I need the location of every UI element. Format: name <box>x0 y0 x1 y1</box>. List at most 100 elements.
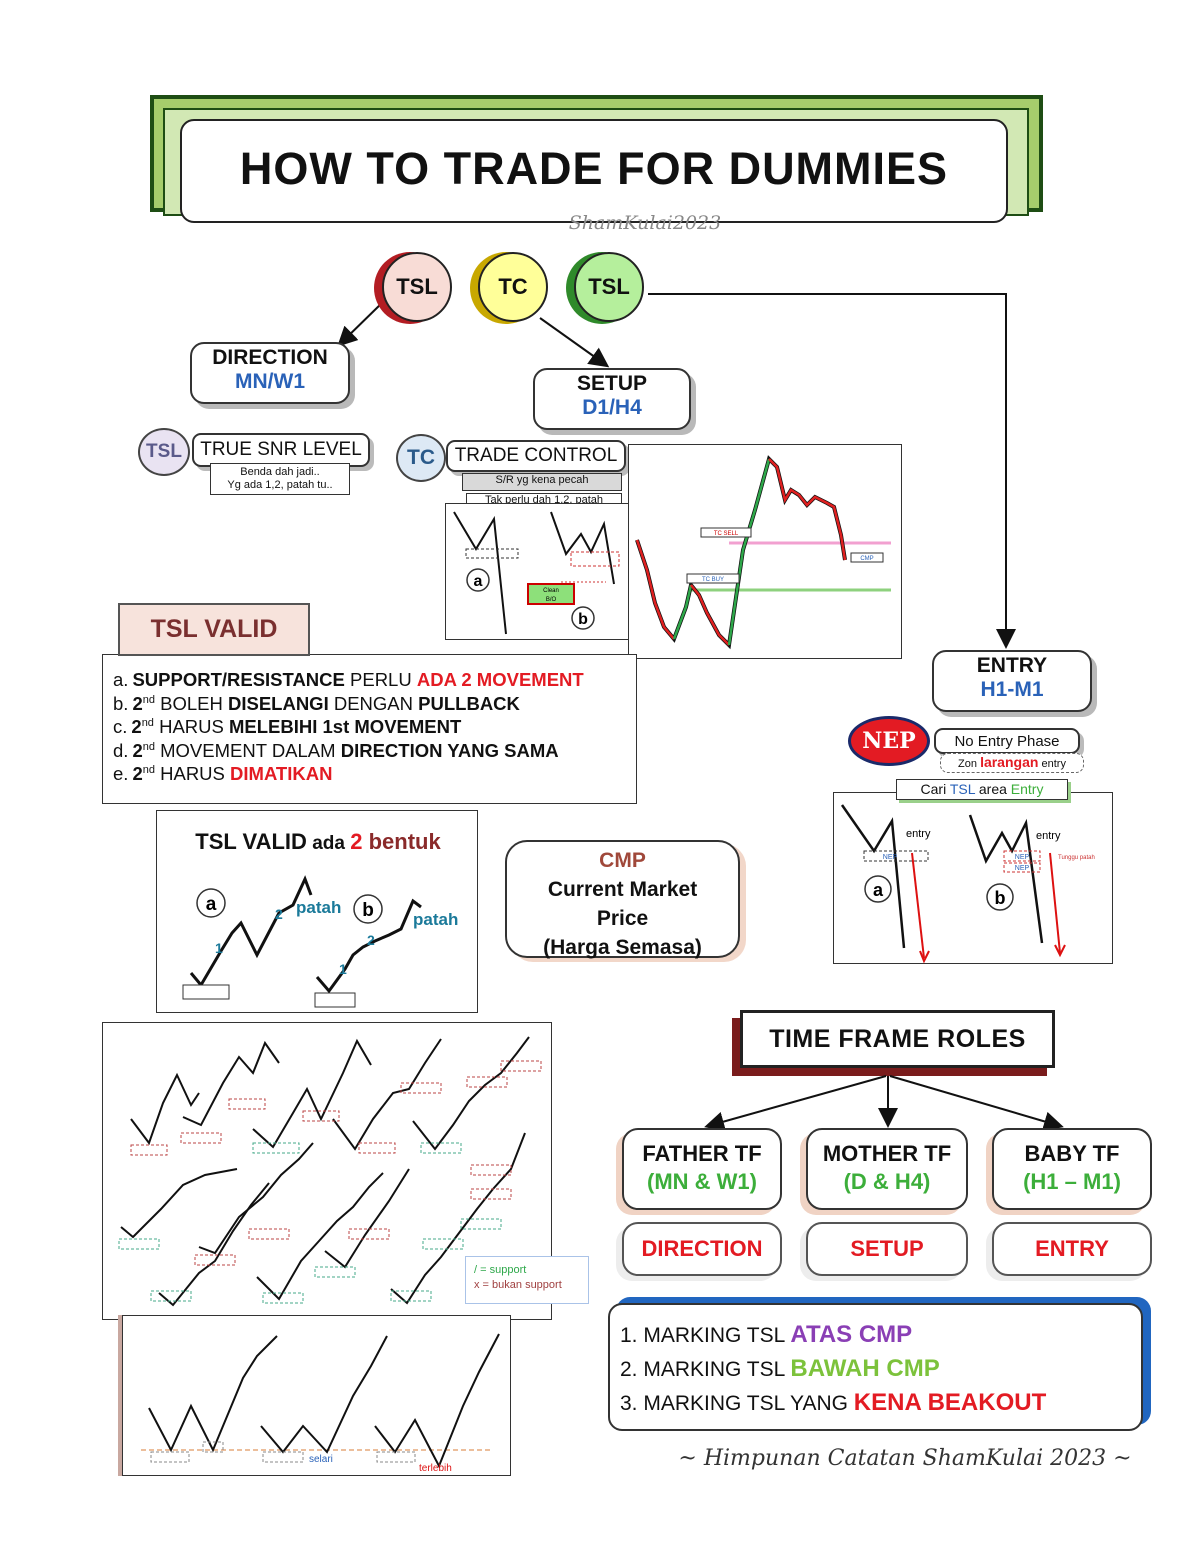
marking-2-text: 2. MARKING TSL <box>620 1358 791 1381</box>
father-tf-name: FATHER TF <box>642 1141 762 1166</box>
entry-nep-b2: NEP <box>1015 865 1030 872</box>
tsl-rule-item: e.2nd HARUS DIMATIKAN <box>113 763 332 785</box>
entry-diagram-panel: NEP entry a NEP NEP Tunggu patah entry b <box>833 792 1113 964</box>
nep-zon: Zon <box>958 758 977 770</box>
title-banner-box <box>180 119 1008 223</box>
footer-credit: ~ Himpunan Catatan ShamKulai 2023 ~ <box>678 1446 1132 1471</box>
tc-diagram: a b Clean B/O <box>453 511 620 635</box>
nep-larangan: larangan <box>980 754 1039 770</box>
bentuk-a: a <box>206 894 217 915</box>
marking-item-3: 3. MARKING TSL YANG KENA BEAKOUT <box>620 1389 1046 1417</box>
nep-caption: No Entry Phase <box>934 728 1080 754</box>
tsl-badge: TSL <box>138 428 190 476</box>
marking-1-highlight: ATAS CMP <box>790 1321 913 1348</box>
tsl-bentuk-part4: bentuk <box>362 829 441 854</box>
circle-tsl-red-label: TSL <box>382 252 452 322</box>
tsl-rule-sup: nd <box>141 716 154 729</box>
entry-label-a: entry <box>906 828 931 840</box>
tc-note-broken-sr: S/R yg kena pecah <box>462 473 622 491</box>
setup-box: SETUP D1/H4 <box>533 368 691 430</box>
bentuk-a-1: 1 <box>215 940 223 956</box>
bentuk-b-patah: patah <box>413 910 458 929</box>
entry-nep-b1: NEP <box>1015 854 1030 861</box>
tsl-rule-sup: nd <box>142 763 155 776</box>
tsl-rule-sup: nd <box>142 693 155 706</box>
baby-tf-box: BABY TF (H1 – M1) <box>992 1128 1152 1210</box>
entry-diagram: NEP entry a NEP NEP Tunggu patah entry b <box>840 804 1095 964</box>
nep-zone-note: Zon larangan entry <box>940 753 1084 773</box>
label-selari: selari <box>309 1454 333 1465</box>
cmp-line1: Current Market <box>547 878 698 901</box>
tsl-rule-prefix: b. <box>113 692 129 714</box>
tc-caption: TRADE CONTROL <box>446 440 626 472</box>
baby-tf-range: (H1 – M1) <box>1023 1169 1121 1194</box>
page-title: HOW TO TRADE FOR DUMMIES <box>239 143 949 194</box>
tsl-rule-part: PULLBACK <box>418 692 520 714</box>
label-terlebih: terlebih <box>419 1463 452 1474</box>
father-tf-range: (MN & W1) <box>647 1169 757 1194</box>
entry-box-title: ENTRY <box>976 654 1048 677</box>
tsl-rule-part: HARUS <box>153 716 229 737</box>
cmp-line2: Price <box>596 907 649 930</box>
tsl-rule-ordinal: 2 <box>132 763 143 784</box>
tsl-note-line1: Benda dah jadi.. <box>240 466 320 478</box>
cmp-line3: (Harga Semasa) <box>543 936 702 959</box>
chart-tc-buy: TC BUY <box>702 577 724 583</box>
tsl-rule-part: BOLEH <box>154 692 228 714</box>
tsl-rule-ordinal: 2 <box>132 739 143 761</box>
tsl-bentuk-part2: ada <box>306 833 351 854</box>
tsl-valid-title: TSL VALID <box>118 603 310 656</box>
tsl-valid-rules: a.SUPPORT/RESISTANCE PERLU ADA 2 MOVEMEN… <box>102 654 637 804</box>
tsl-rule-part: DIRECTION YANG SAMA <box>340 739 559 761</box>
entry-box: ENTRY H1-M1 <box>932 650 1092 712</box>
chart-cmp: CMP <box>860 556 873 562</box>
tsl-rule-item: d.2nd MOVEMENT DALAM DIRECTION YANG SAMA <box>113 740 559 762</box>
marking-item-1: 1. MARKING TSL ATAS CMP <box>620 1321 912 1349</box>
tsl-rule-part: PERLU <box>344 669 417 690</box>
marking-item-2: 2. MARKING TSL BAWAH CMP <box>620 1355 940 1383</box>
entry-label-b: entry <box>1036 830 1061 842</box>
tsl-bentuk-title: TSL VALID ada 2 bentuk <box>157 829 479 855</box>
entry-note: Tunggu patah <box>1058 855 1095 861</box>
legend-support: / = support <box>474 1264 527 1276</box>
nep-badge: NEP <box>848 716 930 766</box>
legend-bukan-support: x = bukan support <box>474 1279 562 1291</box>
top-connectors <box>337 293 1016 649</box>
tsl-bentuk-part3: 2 <box>350 829 363 854</box>
bentuk-b-1: 1 <box>339 961 347 977</box>
tsl-caption: TRUE SNR LEVEL <box>192 433 370 467</box>
direction-box-title: DIRECTION <box>212 346 328 369</box>
tsl-rule-part: ADA 2 MOVEMENT <box>416 669 584 690</box>
tsl-rule-part: DIMATIKAN <box>230 763 333 784</box>
cari-entry: Entry <box>1010 781 1044 797</box>
bentuk-a-patah: patah <box>296 898 341 917</box>
tsl-note: Benda dah jadi.. Yg ada 1,2, patah tu.. <box>210 463 350 495</box>
price-chart: TC SELL TC BUY CMP <box>635 455 891 650</box>
tsl-bentuk-part1: TSL VALID <box>195 829 307 854</box>
father-tf-box: FATHER TF (MN & W1) <box>622 1128 782 1210</box>
tsl-rule-sup: nd <box>142 740 155 753</box>
cari-area: area <box>978 781 1007 797</box>
marking-3-text: 3. MARKING TSL YANG <box>620 1392 854 1415</box>
marking-3-highlight: KENA BEAKOUT <box>853 1389 1047 1416</box>
cari-tsl-label: Cari TSL area Entry <box>896 779 1068 800</box>
tc-diagram-panel: a b Clean B/O <box>445 503 630 640</box>
chart-tc-sell: TC SELL <box>714 531 739 537</box>
entry-box-tf: H1-M1 <box>980 678 1044 701</box>
entry-diagram-a: a <box>873 880 884 900</box>
marking-1-text: 1. MARKING TSL <box>620 1324 791 1347</box>
tsl-rule-prefix: a. <box>113 669 129 690</box>
bentuk-a-2: 2 <box>275 906 283 922</box>
circle-tsl-green-label: TSL <box>574 252 644 322</box>
entry-diagram-b: b <box>995 888 1006 908</box>
direction-box-tf: MN/W1 <box>235 370 305 393</box>
tsl-rule-ordinal: 2 <box>132 692 143 714</box>
tsl-rule-item: c.2nd HARUS MELEBIHI 1st MOVEMENT <box>113 716 461 738</box>
bentuk-b: b <box>362 900 374 921</box>
setup-box-title: SETUP <box>576 372 647 395</box>
entry-nep-a: NEP <box>883 854 898 861</box>
time-frame-roles-title: TIME FRAME ROLES <box>740 1010 1055 1068</box>
tfr-connectors <box>704 1075 1064 1132</box>
direction-box: DIRECTION MN/W1 <box>190 342 350 404</box>
nep-entry: entry <box>1041 758 1066 770</box>
